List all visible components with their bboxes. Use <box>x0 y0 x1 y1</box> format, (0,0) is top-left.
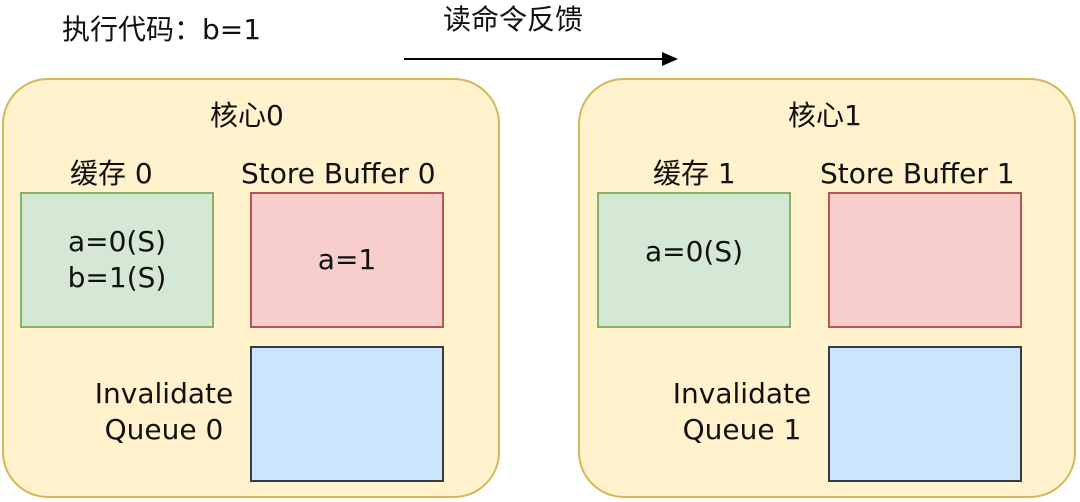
cache-0: a=0(S) b=1(S) <box>20 192 214 328</box>
invalidate-queue-1-label-line: Invalidate <box>672 377 812 410</box>
store-buffer-0-title: Store Buffer 0 <box>241 157 436 190</box>
exec-code-label: 执行代码：b=1 <box>62 13 262 46</box>
core-1-title: 核心1 <box>788 99 862 132</box>
invalidate-queue-0-label-line: Invalidate <box>94 377 234 410</box>
invalidate-queue-0 <box>250 346 444 482</box>
cache-0-line: b=1(S) <box>67 261 167 294</box>
cache-1: a=0(S) <box>597 192 791 328</box>
read-feedback-label: 读命令反馈 <box>443 3 584 36</box>
cache-0-line: a=0(S) <box>67 225 167 258</box>
read-feedback-arrow <box>404 52 678 66</box>
cache-1-title: 缓存 1 <box>653 157 736 190</box>
invalidate-queue-1-label: Invalidate Queue 1 <box>654 376 830 448</box>
cache-0-title: 缓存 0 <box>70 157 153 190</box>
invalidate-queue-1 <box>828 346 1022 482</box>
cache-1-line: a=0(S) <box>644 235 744 268</box>
store-buffer-0-entry: a=1 <box>317 243 377 276</box>
invalidate-queue-0-label-line: Queue 0 <box>104 413 224 446</box>
store-buffer-0: a=1 <box>250 192 444 328</box>
core-0-title: 核心0 <box>210 99 284 132</box>
invalidate-queue-1-label-line: Queue 1 <box>682 413 802 446</box>
store-buffer-1-title: Store Buffer 1 <box>820 157 1015 190</box>
invalidate-queue-0-label: Invalidate Queue 0 <box>76 376 252 448</box>
store-buffer-1 <box>828 192 1022 328</box>
